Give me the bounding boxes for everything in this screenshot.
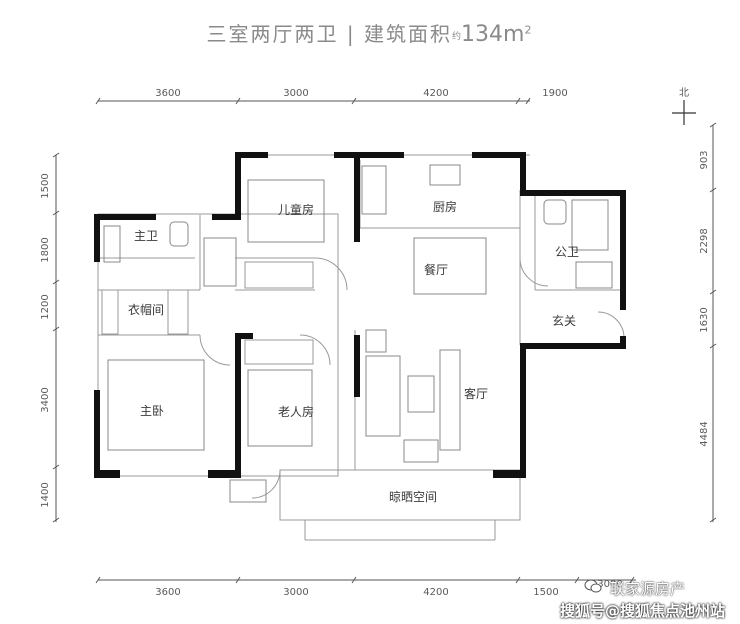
dim-top-2: 3000 — [283, 88, 308, 99]
room-master-bath: 主卫 — [134, 229, 158, 243]
dim-left-4: 3400 — [40, 387, 51, 412]
kitchen-sink — [429, 164, 461, 186]
dim-top-4: 1900 — [542, 88, 567, 99]
public-shower — [571, 199, 609, 251]
walls — [94, 152, 626, 478]
area-value: 134m — [461, 22, 525, 47]
fixtures — [103, 164, 613, 503]
wechat-icon — [584, 579, 602, 593]
stove — [361, 165, 387, 215]
dimension-lines — [52, 97, 717, 584]
dim-left-1: 1500 — [40, 173, 51, 198]
tv-console — [439, 349, 461, 451]
room-living: 客厅 — [464, 386, 488, 401]
dim-right-2: 2298 — [699, 228, 710, 253]
dim-bottom-2: 3000 — [283, 587, 308, 598]
dim-bottom-5: 3000 — [597, 579, 622, 590]
title-separator: | — [346, 22, 356, 46]
area-label: 建筑面积 — [364, 22, 453, 46]
dim-left-2: 1800 — [40, 237, 51, 262]
north-compass-icon — [672, 100, 696, 125]
master-shower — [203, 237, 237, 287]
dim-top-3: 4200 — [423, 88, 448, 99]
master-vanity — [103, 225, 121, 263]
room-elder: 老人房 — [278, 404, 314, 419]
door-swings — [199, 257, 625, 499]
plan-title: 三室两厅两卫 | 建筑面积约134m2 — [0, 18, 740, 47]
armchair — [403, 439, 439, 463]
watermark-source: 搜狐号@搜狐焦点池州站 — [560, 602, 726, 620]
master-toilet — [169, 221, 189, 247]
public-vanity — [575, 261, 613, 289]
room-closet: 衣帽间 — [128, 302, 164, 317]
dim-right-1: 903 — [699, 150, 710, 169]
approx-mark: 约 — [452, 32, 462, 42]
washer — [229, 479, 267, 503]
dim-bottom-1: 3600 — [155, 587, 180, 598]
room-dining: 餐厅 — [424, 262, 448, 277]
layout-type: 三室两厅两卫 — [206, 22, 339, 46]
room-kitchen: 厨房 — [433, 199, 457, 214]
dim-left-3: 1200 — [40, 294, 51, 319]
master-bed — [107, 359, 205, 451]
room-kids: 儿童房 — [278, 202, 314, 217]
dim-bottom-4: 1500 — [533, 587, 558, 598]
wardrobes — [101, 261, 314, 365]
sofa — [365, 355, 401, 437]
kids-bed — [247, 179, 325, 243]
room-drying: 晾晒空间 — [389, 489, 437, 504]
public-toilet — [543, 199, 567, 225]
watermark-account: 联家源房产 — [610, 580, 686, 598]
dim-bottom-3: 4200 — [423, 587, 448, 598]
elder-bed — [247, 369, 313, 447]
dim-left-5: 1400 — [40, 482, 51, 507]
room-master-bedroom: 主卧 — [140, 404, 164, 418]
dim-right-4: 4484 — [699, 421, 710, 446]
room-public-bath: 公卫 — [555, 245, 579, 259]
compass-north-label: 北 — [679, 87, 689, 99]
side-table — [365, 329, 387, 353]
dim-right-3: 1630 — [699, 307, 710, 332]
area-unit-sup: 2 — [524, 23, 534, 37]
room-foyer: 玄关 — [552, 313, 576, 328]
coffee-table — [407, 375, 435, 413]
dim-top-1: 3600 — [155, 88, 180, 99]
dining-table — [413, 237, 487, 295]
